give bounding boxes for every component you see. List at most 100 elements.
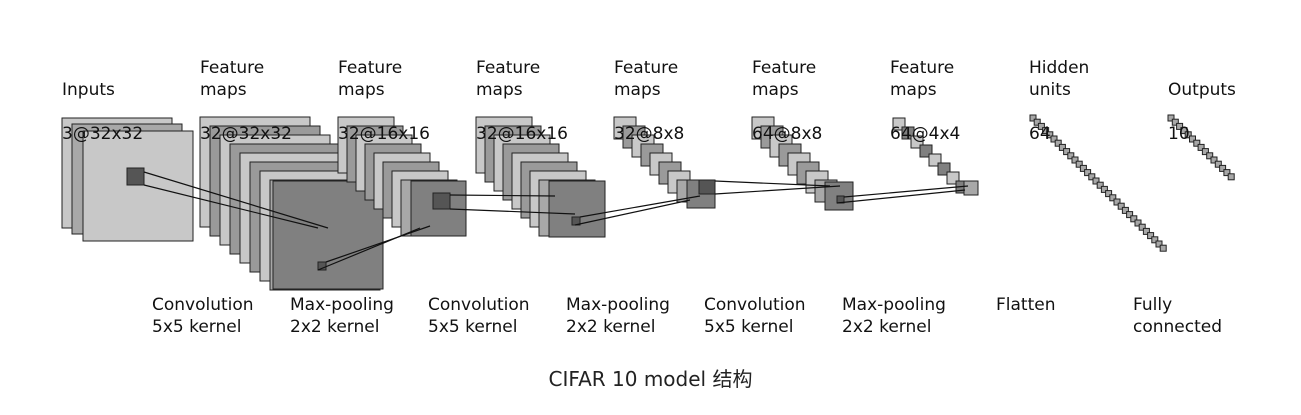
hidden-unit — [1138, 223, 1146, 231]
hidden-unit — [1113, 198, 1121, 206]
connection-line — [143, 184, 319, 229]
layer-label-conv2-maps: Feature maps 32@16x16 — [476, 35, 568, 145]
layer-title: Inputs — [62, 80, 115, 100]
hidden-unit — [1050, 135, 1058, 143]
layer-title: Feature maps — [890, 58, 955, 100]
hidden-unit — [1134, 219, 1142, 227]
hidden-unit — [1126, 211, 1134, 219]
output-unit — [1227, 173, 1235, 181]
hidden-unit — [1096, 181, 1104, 189]
conv-kernel — [698, 179, 716, 195]
output-unit — [1223, 169, 1231, 177]
pool-kernel — [317, 261, 327, 271]
hidden-unit — [1084, 169, 1092, 177]
hidden-unit — [1100, 185, 1108, 193]
op-label-maxpool-3: Max-pooling 2x2 kernel — [842, 295, 946, 337]
hidden-unit — [1029, 114, 1037, 122]
hidden-unit — [1142, 227, 1150, 235]
input-feature-map — [82, 130, 194, 242]
hidden-unit — [1092, 177, 1100, 185]
op-label-flatten: Flatten — [996, 295, 1056, 315]
layer-label-pool3-maps: Feature maps 64@4x4 — [890, 35, 960, 145]
output-unit — [1176, 122, 1184, 130]
output-unit — [1214, 160, 1222, 168]
op-label-convolution-1: Convolution 5x5 kernel — [152, 295, 254, 337]
layer-label-inputs: Inputs 3@32x32 — [62, 57, 143, 145]
op-label-convolution-2: Convolution 5x5 kernel — [428, 295, 530, 337]
hidden-unit — [1042, 127, 1050, 135]
conv-kernel — [126, 167, 145, 186]
layer-label-conv1-maps: Feature maps 32@32x32 — [200, 35, 292, 145]
hidden-unit — [1046, 131, 1054, 139]
output-unit — [1210, 156, 1218, 164]
output-unit — [1167, 114, 1175, 122]
connection-line — [325, 225, 431, 263]
output-unit — [1189, 135, 1196, 143]
layer-shape: 10 — [1168, 124, 1190, 144]
output-unit — [1219, 164, 1227, 172]
layer-label-outputs: Outputs 10 — [1168, 57, 1236, 145]
output-unit — [1197, 143, 1205, 151]
hidden-unit — [1075, 160, 1083, 168]
hidden-unit — [1079, 164, 1087, 172]
hidden-unit — [1121, 206, 1129, 214]
layer-shape: 3@32x32 — [62, 124, 144, 144]
output-unit — [1184, 131, 1192, 139]
layer-title: Hidden units — [1029, 58, 1090, 100]
output-unit — [1193, 139, 1201, 147]
layer-title: Feature maps — [614, 58, 679, 100]
hidden-unit — [1033, 118, 1041, 126]
hidden-unit — [1155, 240, 1163, 248]
layer-label-pool1-maps: Feature maps 32@16x16 — [338, 35, 430, 145]
layer-label-conv3-maps: Feature maps 64@8x8 — [752, 35, 822, 145]
connection-line — [836, 189, 966, 204]
layer-title: Feature maps — [338, 58, 403, 100]
layer-shape: 64 — [1029, 124, 1051, 144]
hidden-unit — [1159, 244, 1167, 252]
layer-shape: 32@16x16 — [338, 124, 430, 144]
layer-shape: 64@4x4 — [890, 124, 961, 144]
layer-shape: 32@8x8 — [614, 124, 685, 144]
connection-line — [449, 208, 576, 215]
connection-line — [449, 194, 556, 197]
hidden-unit — [1054, 139, 1062, 147]
hidden-unit — [1105, 190, 1113, 198]
layer-shape: 32@32x32 — [200, 124, 292, 144]
layer-shape: 32@16x16 — [476, 124, 568, 144]
output-unit — [1171, 118, 1179, 126]
conv-kernel — [432, 192, 451, 210]
layer-label-pool2-maps: Feature maps 32@8x8 — [614, 35, 684, 145]
pool3-feature-map — [963, 180, 979, 196]
output-unit — [1180, 127, 1188, 135]
hidden-unit — [1147, 232, 1155, 240]
layer-title: Feature maps — [752, 58, 817, 100]
hidden-unit — [1130, 215, 1138, 223]
op-label-fully-connected: Fully connected — [1133, 295, 1223, 337]
connection-line — [843, 185, 969, 198]
layer-label-hidden-units: Hidden units 64 — [1029, 35, 1089, 145]
hidden-unit — [1067, 152, 1075, 160]
connection-line — [143, 171, 329, 229]
hidden-unit — [1109, 194, 1117, 202]
hidden-unit — [1037, 122, 1045, 130]
connection-line — [714, 180, 831, 187]
hidden-unit — [1151, 236, 1159, 244]
layer-shape: 64@8x8 — [752, 124, 823, 144]
op-label-maxpool-2: Max-pooling 2x2 kernel — [566, 295, 670, 337]
layer-title: Outputs — [1168, 80, 1236, 100]
hidden-unit — [1088, 173, 1096, 181]
hidden-unit — [1071, 156, 1079, 164]
conv2-feature-map — [548, 180, 606, 238]
layer-title: Feature maps — [476, 58, 541, 100]
connection-line — [317, 227, 421, 271]
hidden-unit — [1063, 148, 1071, 156]
layer-title: Feature maps — [200, 58, 265, 100]
output-unit — [1206, 152, 1214, 160]
connection-line — [714, 185, 841, 195]
hidden-unit — [1058, 143, 1066, 151]
connection-line — [579, 195, 701, 218]
figure-caption: CIFAR 10 model 结构 — [548, 367, 753, 391]
output-unit — [1201, 148, 1209, 156]
op-label-maxpool-1: Max-pooling 2x2 kernel — [290, 295, 394, 337]
